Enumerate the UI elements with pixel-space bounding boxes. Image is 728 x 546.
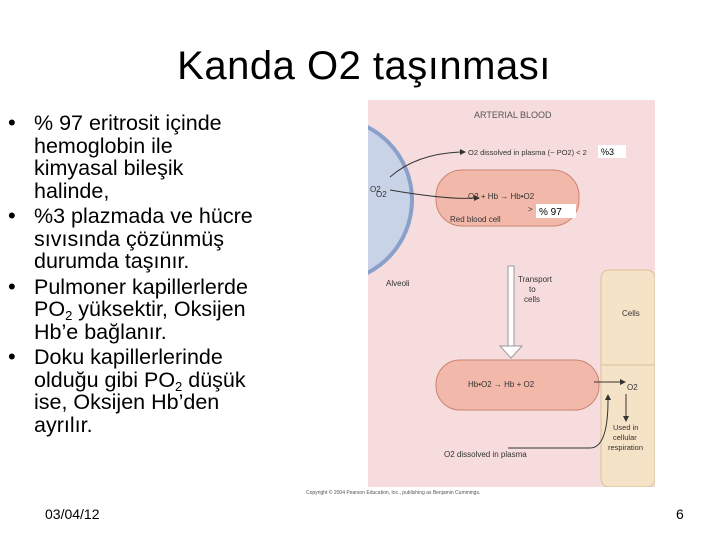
plasma-arrow	[508, 399, 609, 449]
reaction-bottom: Hb•O2 → Hb + O2	[468, 380, 535, 389]
slide-date: 03/04/12	[45, 506, 100, 522]
used-label-3: respiration	[608, 443, 643, 452]
bullet-line: düşük	[182, 367, 246, 392]
bullet-line: hemoglobin ile	[34, 133, 173, 158]
transport-label-2: to	[529, 285, 536, 294]
bullet-item: Pulmoner kapillerlerde PO2 yüksektir, Ok…	[8, 274, 288, 344]
bullet-line: ayrılır.	[34, 412, 93, 437]
bullet-list: % 97 eritrosit içinde hemoglobin ile kim…	[8, 112, 288, 439]
red-blood-cell-label: Red blood cell	[450, 215, 501, 224]
arrow-mark: >	[528, 205, 533, 214]
cells-column	[600, 269, 656, 488]
bullet-line: halinde,	[34, 178, 110, 203]
bullet-line: olduğu gibi PO	[34, 367, 176, 392]
dissolved-plasma-bottom: O2 dissolved in plasma	[444, 450, 527, 459]
bullet-line: Doku kapillerlerinde	[34, 345, 223, 369]
bullet-line: sıvısında çözünmüş	[34, 226, 225, 251]
transport-arrowhead	[498, 345, 524, 359]
oxygen-transport-figure: ARTERIAL BLOOD O2 O2 O2 dissolved in pla…	[246, 100, 656, 488]
used-label-2: cellular	[613, 433, 637, 442]
arrowhead	[460, 149, 466, 155]
bullet-line: kimyasal bileşik	[34, 156, 184, 180]
bullet-line: ise, Oksijen Hb’den	[34, 390, 220, 414]
red-blood-cell-bottom	[435, 359, 600, 411]
bullet-line: Hb’e bağlanır.	[34, 319, 167, 344]
bullet-line: durumda taşınır.	[34, 249, 190, 273]
arrowhead	[623, 416, 629, 422]
o2-alveoli-label: O2	[370, 185, 381, 194]
page-number: 6	[676, 506, 684, 522]
reaction-top: O2 + Hb → Hb•O2	[468, 192, 535, 201]
subscript: 2	[65, 308, 73, 323]
bullet-item: %3 plazmada ve hücre sıvısında çözünmüş …	[8, 205, 288, 273]
transport-arrow-shaft	[507, 265, 515, 347]
slide-title: Kanda O2 taşınması	[177, 44, 551, 88]
badge-97-percent: % 97	[539, 207, 562, 218]
arrowhead	[605, 394, 611, 400]
bullet-item: % 97 eritrosit içinde hemoglobin ile kim…	[8, 112, 288, 202]
arrowhead	[474, 195, 480, 201]
o2-plasma-label: O2	[376, 190, 387, 199]
transport-label-1: Transport	[518, 275, 553, 284]
arrowhead	[620, 379, 626, 385]
figure-svg: ARTERIAL BLOOD O2 O2 O2 dissolved in pla…	[246, 100, 656, 488]
badge-3-bg	[598, 145, 626, 158]
copyright-notice: Copyright © 2004 Pearson Education, Inc.…	[306, 490, 481, 496]
po2-label: PO	[34, 297, 66, 321]
bullet-line: Pulmoner kapillerlerde	[34, 274, 248, 299]
bullet-item: Doku kapillerlerinde olduğu gibi PO2 düş…	[8, 346, 288, 436]
bullet-line: %3 plazmada ve hücre	[34, 204, 253, 228]
used-label-1: Used in	[613, 423, 638, 432]
arterial-blood-label: ARTERIAL BLOOD	[474, 110, 552, 120]
subscript: 2	[175, 378, 183, 394]
badge-3-percent: %3	[601, 147, 614, 157]
binding-arrow	[389, 189, 475, 199]
bullet-line: yüksektir, Oksijen	[72, 297, 246, 321]
transport-label-3: cells	[524, 295, 540, 304]
bullet-line: % 97 eritrosit içinde	[34, 111, 222, 135]
alveoli-label: Alveoli	[386, 279, 410, 288]
badge-97-bg	[536, 204, 576, 218]
dissolved-plasma-top: O2 dissolved in plasma (~ PO2) < 2	[468, 148, 587, 157]
diffusion-arrow	[389, 151, 461, 178]
cells-label: Cells	[622, 309, 640, 318]
o2-cell-label: O2	[627, 383, 638, 392]
